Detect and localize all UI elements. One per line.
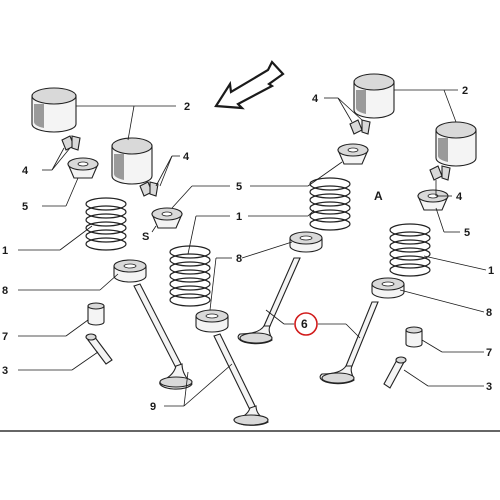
valve-keepers-left-a — [61, 135, 81, 151]
callout-4-left: 4 — [22, 165, 29, 177]
callout-1-right: 1 — [488, 265, 494, 277]
valve-keepers-left-b — [139, 181, 159, 197]
spring-seat-left-b — [195, 309, 229, 333]
spring-retainer-left-b — [151, 207, 183, 229]
spring-retainer-left-a — [67, 157, 99, 179]
spring-retainer-right-a — [337, 143, 369, 165]
callout-4-right: 4 — [456, 191, 463, 203]
callout-8-left: 8 — [2, 285, 8, 297]
spring-seat-right-a — [289, 231, 323, 253]
valve-left-a — [133, 283, 193, 390]
callout-9: 9 — [150, 401, 156, 413]
callout-3-right: 3 — [486, 381, 492, 393]
section-label-a: A — [374, 189, 383, 203]
callout-s: S — [142, 231, 149, 243]
valve-right-b — [319, 301, 379, 385]
valve-spring-left-b — [169, 245, 211, 307]
valve-stem-seal-right — [405, 326, 423, 348]
valve-stem-seal-left — [87, 302, 105, 326]
callout-4-mid: 4 — [183, 151, 190, 163]
spring-retainer-right-b — [417, 189, 449, 211]
callout-6-highlighted: 6 — [301, 317, 308, 331]
callout-7-left: 7 — [2, 331, 8, 343]
callout-8-mid: 8 — [236, 253, 242, 265]
callout-2-right: 2 — [462, 85, 468, 97]
tappet-bucket-right-a — [353, 73, 395, 119]
callout-1-mid: 1 — [236, 211, 242, 223]
callout-4-right-top: 4 — [312, 93, 319, 105]
valve-guide-right — [383, 356, 407, 389]
callout-7-right: 7 — [486, 347, 492, 359]
callout-5-mid: 5 — [236, 181, 242, 193]
tappet-bucket-left-b — [111, 137, 153, 185]
tappet-bucket-left-a — [31, 87, 77, 133]
direction-arrow — [214, 60, 285, 110]
valve-spring-left-a — [85, 197, 127, 251]
valve-guide-left — [85, 333, 113, 365]
callout-3-left: 3 — [2, 365, 8, 377]
valve-spring-right-b — [389, 223, 431, 277]
leader-lines — [18, 89, 487, 407]
spring-seat-left-a — [113, 259, 147, 283]
callout-2-left: 2 — [184, 101, 190, 113]
callout-1-left: 1 — [2, 245, 8, 257]
highlight-circle — [294, 312, 318, 336]
valve-keepers-right-b — [429, 165, 451, 181]
valve-left-b — [213, 333, 269, 426]
callout-8-right: 8 — [486, 307, 492, 319]
valve-spring-right-a — [309, 177, 351, 231]
tappet-bucket-right-b — [435, 121, 477, 167]
callout-5-right: 5 — [464, 227, 470, 239]
callout-5-left: 5 — [22, 201, 28, 213]
spring-seat-right-b — [371, 277, 405, 299]
valve-right-a — [237, 257, 301, 345]
valve-keepers-right-a — [349, 119, 371, 135]
